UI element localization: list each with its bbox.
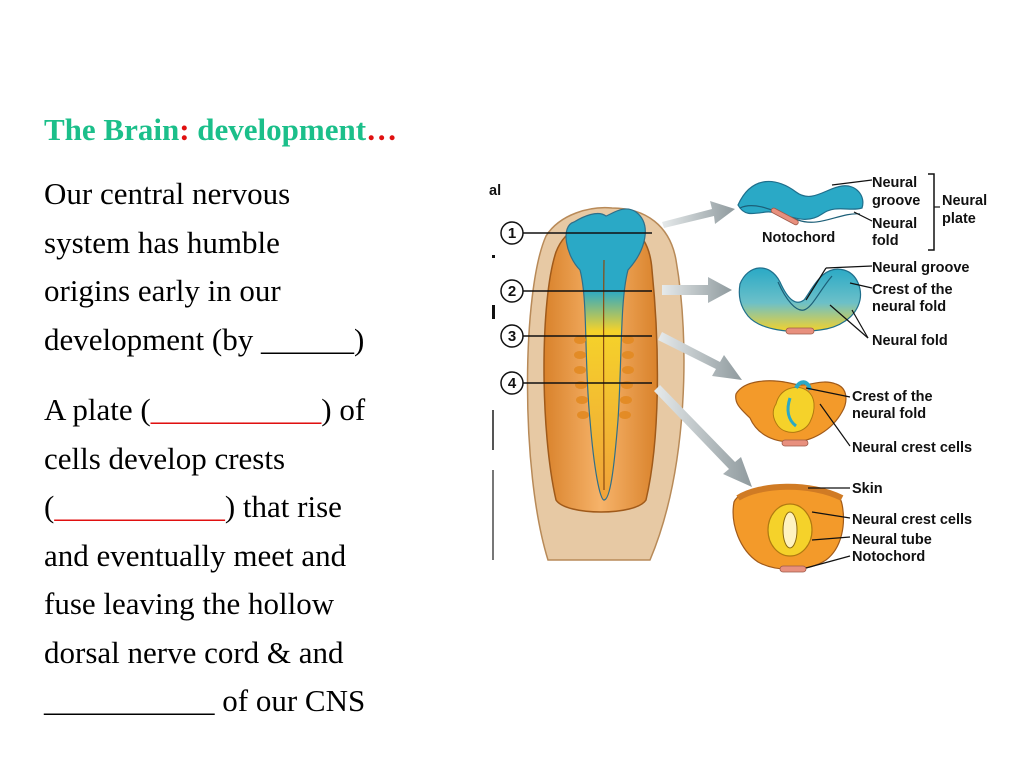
text-segment: ( <box>44 489 55 524</box>
text-segment: A plate ( <box>44 392 151 427</box>
label-neural-plate-line2: plate <box>942 211 976 227</box>
paragraph-line: and eventually meet and <box>44 537 347 573</box>
section-marker-3: 3 <box>500 324 652 348</box>
svg-text:4: 4 <box>508 375 517 392</box>
label-neural-groove: Neural <box>872 175 917 191</box>
paragraph-line: A plate (___________) of <box>44 386 365 435</box>
label-neural-plate: Neural <box>942 193 987 209</box>
label-notochord-stage-1: Notochord <box>762 230 835 246</box>
paragraph-neural-plate: A plate (___________) of cells develop c… <box>44 386 365 726</box>
arrow-to-stage-4 <box>654 385 752 487</box>
paragraph-line: ___________ of our CNS <box>44 683 366 718</box>
text-segment: ) that rise <box>224 489 342 524</box>
section-marker-2: 2 <box>500 279 652 303</box>
label-neural-crest-cells-stage-4: Neural crest cells <box>852 512 972 528</box>
section-marker-1: 1 <box>500 221 652 245</box>
paragraph-line: dorsal nerve cord & and <box>44 634 344 670</box>
slide-title: The Brain: development… <box>44 112 397 148</box>
paragraph-line: system has humble <box>44 224 280 260</box>
edge-mark <box>492 305 495 319</box>
label-neural-fold-line2: fold <box>872 233 899 249</box>
label-notochord-stage-4: Notochord <box>852 549 925 565</box>
label-neural-groove-stage-2: Neural groove <box>872 260 970 276</box>
label-neural-fold: Neural <box>872 216 917 232</box>
arrow-to-stage-2 <box>662 277 732 303</box>
paragraph-line: development (by ______) <box>44 321 365 357</box>
label-crest-stage-2: Crest of the <box>872 282 953 298</box>
text-segment: ) of <box>321 392 366 427</box>
arrow-to-stage-1 <box>662 201 735 228</box>
svg-text:2: 2 <box>508 283 516 300</box>
paragraph-line: (___________) that rise <box>44 483 365 532</box>
label-crest-stage-3-line2: neural fold <box>852 406 926 422</box>
label-neural-tube: Neural tube <box>852 532 932 548</box>
paragraph-line: fuse leaving the hollow <box>44 586 335 621</box>
label-crest-stage-3: Crest of the <box>852 389 933 405</box>
somites <box>574 336 634 419</box>
svg-text:3: 3 <box>508 328 516 345</box>
edge-mark <box>492 470 494 560</box>
edge-mark <box>492 255 495 258</box>
paragraph-line: origins early in our <box>44 273 281 308</box>
label-crest-stage-2-line2: neural fold <box>872 299 946 315</box>
label-skin: Skin <box>852 481 883 497</box>
label-neural-crest-cells-stage-3: Neural crest cells <box>852 440 972 456</box>
fill-in-blank: ___________ <box>54 489 225 524</box>
paragraph-origins: Our central nervous system has humble or… <box>44 170 364 364</box>
title-ellipsis: … <box>366 112 398 147</box>
paragraph-line: Our central nervous <box>44 176 291 211</box>
paragraph-line: cells develop crests <box>44 440 286 476</box>
neural-plate <box>565 208 646 501</box>
svg-text:1: 1 <box>508 225 516 242</box>
stage-1-neural-plate <box>737 181 864 226</box>
stage-3-crest-fusion <box>735 380 847 447</box>
stage-4-neural-tube <box>732 483 845 573</box>
stage-2-neural-groove <box>738 267 862 335</box>
title-part-brain: The Brain <box>44 112 180 147</box>
label-neural-groove-line2: groove <box>872 193 920 209</box>
section-marker-4: 4 <box>500 371 652 395</box>
arrow-to-stage-3 <box>658 332 742 380</box>
fill-in-blank: ___________ <box>150 392 322 427</box>
label-neural-fold-stage-2: Neural fold <box>872 333 948 349</box>
edge-text-fragment: al <box>489 183 501 199</box>
title-colon: : <box>179 112 190 147</box>
title-part-development: development <box>189 112 367 147</box>
edge-mark <box>492 410 494 450</box>
neural-tube-development-diagram: al 1 2 3 4 <box>489 173 987 573</box>
